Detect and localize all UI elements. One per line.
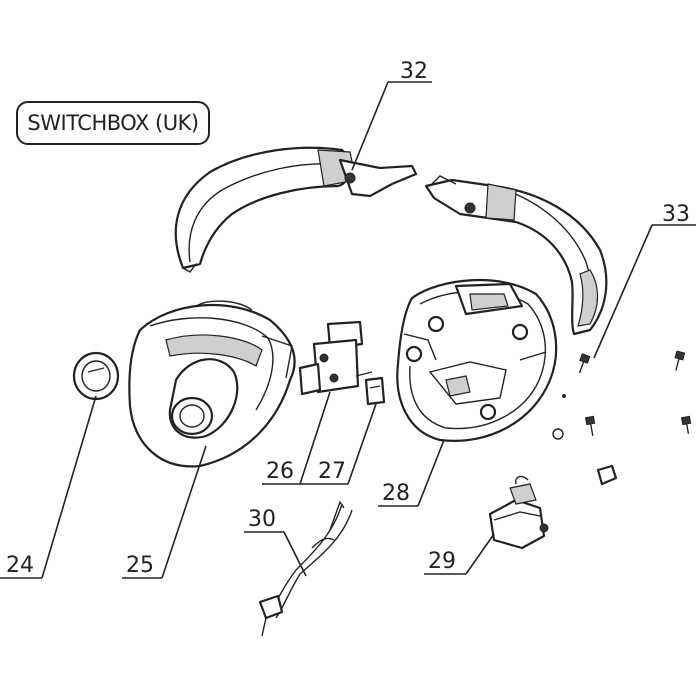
part-26-switch — [298, 320, 373, 396]
part-33-screws — [552, 350, 692, 486]
callout-30: 30 — [244, 507, 307, 577]
callout-25: 25 — [122, 445, 207, 579]
part-29-plug — [488, 475, 549, 550]
callout-33: 33 — [593, 202, 696, 359]
part-27-connector — [364, 376, 386, 406]
label-26: 26 — [266, 459, 294, 484]
label-27: 27 — [318, 459, 346, 484]
callout-28: 28 — [378, 439, 445, 507]
label-30: 30 — [248, 507, 276, 532]
part-30-cable — [258, 500, 353, 637]
diagram-title: SWITCHBOX (UK) — [16, 101, 210, 145]
callout-29: 29 — [424, 533, 495, 575]
label-33: 33 — [662, 202, 690, 227]
callout-26-27: 26 27 — [262, 391, 377, 485]
label-28: 28 — [382, 481, 410, 506]
part-32-handle — [174, 146, 608, 336]
label-32: 32 — [400, 59, 428, 84]
label-29: 29 — [428, 549, 456, 574]
callout-32: 32 — [351, 59, 432, 171]
callout-24: 24 — [0, 395, 97, 579]
part-28-rear-housing — [396, 278, 558, 442]
label-25: 25 — [126, 553, 154, 578]
part-24-cap — [72, 351, 120, 401]
label-24: 24 — [6, 553, 34, 578]
part-25-front-cover — [128, 300, 296, 468]
